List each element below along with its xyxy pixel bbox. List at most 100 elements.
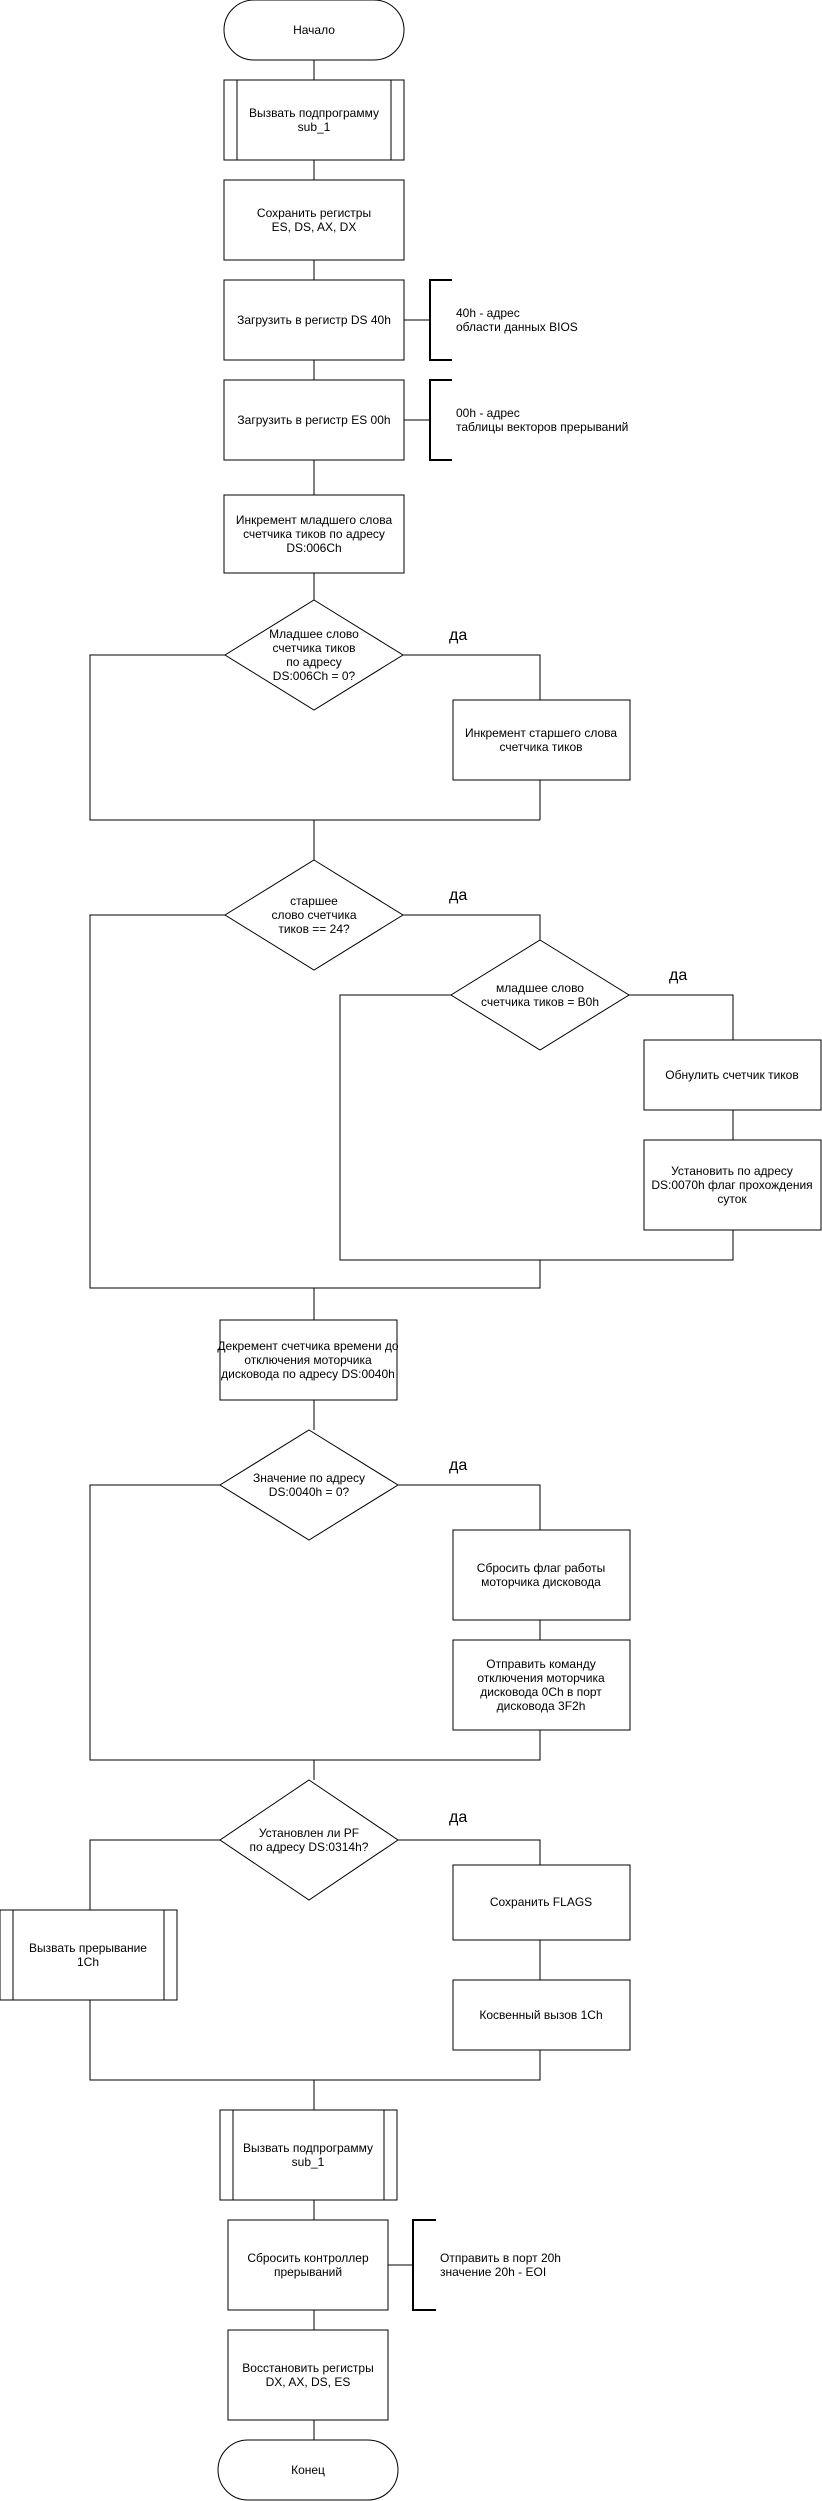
yes-label-decision-motor-zero: да (449, 1457, 467, 1474)
decision-high24-label-line: тиков == 24? (278, 922, 350, 936)
load-ds-label: Загрузить в регистр DS 40h (237, 313, 391, 327)
reset-pic-note-label-line: Отправить в порт 20h (440, 2251, 561, 2265)
reset-counter-label-line: Обнулить счетчик тиков (665, 1068, 798, 1082)
load-ds-note-label-line: 40h - адрес (456, 306, 520, 320)
decision-motor-zero-label-line: DS:0040h = 0? (269, 1485, 350, 1499)
reset-pic-note-label-line: значение 20h - EOI (440, 2265, 546, 2279)
send-motor-off-label-line: Отправить команду (486, 1657, 595, 1671)
indirect-call-label-line: Косвенный вызов 1Ch (479, 2008, 602, 2022)
yes-label-decision-pf: да (449, 1809, 467, 1826)
dec-motor-label-line: отключения моторчика (244, 1353, 372, 1367)
load-ds-note-label-line: области данных BIOS (456, 320, 578, 334)
call-sub1-bottom-label-line: Вызвать подпрограмму (243, 2141, 373, 2155)
end-terminal-shape (217, 2439, 399, 2501)
connector-decision1-no (89, 654, 540, 821)
save-flags-label: Сохранить FLAGS (490, 1895, 592, 1909)
indirect-call-label: Косвенный вызов 1Ch (479, 2008, 602, 2022)
call-sub1-top-label-line: sub_1 (298, 120, 331, 134)
decision-low-zero-label-line: DS:006Ch = 0? (273, 669, 356, 683)
load-es-label-line: Загрузить в регистр ES 00h (237, 413, 390, 427)
set-day-flag-label-line: суток (717, 1192, 747, 1206)
call-int1c-label-line: Вызвать прерывание (29, 1941, 147, 1955)
decision-low-zero-label-line: счетчика тиков (273, 641, 356, 655)
inc-high-label-line: счетчика тиков (500, 740, 583, 754)
decision-pf-shape (219, 1779, 399, 1901)
connector-indirect-merge (89, 2000, 541, 2081)
connector-decision3-no (339, 994, 734, 1261)
connector-decision2-no (89, 914, 541, 1289)
load-ds-label-line: Загрузить в регистр DS 40h (237, 313, 391, 327)
decision-low-zero-label-line: Младшее слово (269, 627, 359, 641)
reset-pic-label-line: прерываний (274, 2265, 342, 2279)
send-motor-off-label-line: отключения моторчика (477, 1671, 605, 1685)
restore-regs-shape (227, 2329, 389, 2421)
call-int1c-shape (0, 1909, 178, 2001)
send-motor-off-label-line: дисковода 3F2h (497, 1699, 586, 1713)
decision-lowb0-label-line: счетчика тиков = B0h (481, 995, 599, 1009)
decision-low-zero-shape (224, 599, 404, 711)
connector-decision3-yes (629, 994, 734, 1040)
decision-pf-label-line: по адресу DS:0314h? (250, 1840, 369, 1854)
reset-pic-label-line: Сбросить контроллер (247, 2251, 369, 2265)
reset-motor-flag-label-line: Сбросить флаг работы (477, 1561, 605, 1575)
start-label-line: Начало (293, 23, 335, 37)
decision-lowb0-label-line: младшее слово (496, 981, 584, 995)
decision-high24-shape (224, 859, 404, 971)
reset-pic-shape (227, 2219, 389, 2311)
set-day-flag-label-line: DS:0070h флаг прохождения (651, 1178, 812, 1192)
call-sub1-top-label-line: Вызвать подпрограмму (249, 106, 379, 120)
restore-regs-label-line: DX, AX, DS, ES (266, 2375, 351, 2389)
decision-high24-label-line: слово счетчика (271, 908, 356, 922)
connector-decision5-yes (398, 1839, 541, 1865)
reset-counter-shape (643, 1039, 822, 1111)
inc-low-label-line: DS:006Ch (286, 541, 341, 555)
start-label: Начало (293, 23, 335, 37)
dec-motor-label-line: Декремент счетчика времени до (217, 1339, 398, 1353)
decision-high24-label-line: старшее (290, 894, 338, 908)
save-regs-label-line: ES, DS, AX, DX (272, 220, 357, 234)
load-es-shape (223, 379, 405, 461)
indirect-call-shape (452, 1979, 631, 2051)
call-sub1-top-shape (223, 79, 405, 161)
set-day-flag-label-line: Установить по адресу (671, 1164, 793, 1178)
inc-high-shape (452, 699, 631, 781)
inc-high-label-line: Инкремент старшего слова (465, 726, 617, 740)
send-motor-off-shape (452, 1639, 631, 1731)
decision-low-zero-label-line: по адресу (286, 655, 342, 669)
yes-label-decision-low-zero: да (449, 627, 467, 644)
start-terminal-shape (223, 0, 405, 61)
set-day-flag-shape (643, 1139, 822, 1231)
load-es-note-label-line: таблицы векторов прерываний (456, 420, 628, 434)
dec-motor-shape (219, 1319, 398, 1401)
load-ds-shape (223, 279, 405, 361)
reset-counter-label: Обнулить счетчик тиков (665, 1068, 798, 1082)
load-es-note-label-line: 00h - адрес (456, 406, 520, 420)
save-regs-shape (223, 179, 405, 261)
dec-motor-label-line: дисковода по адресу DS:0040h (221, 1367, 395, 1381)
note-brace-loadds (429, 279, 452, 361)
connector-decision4-no (89, 1484, 541, 1761)
restore-regs-label-line: Восстановить регистры (242, 2361, 373, 2375)
yes-label-decision-high24: да (449, 887, 467, 904)
decision-lowb0-shape (450, 939, 630, 1051)
